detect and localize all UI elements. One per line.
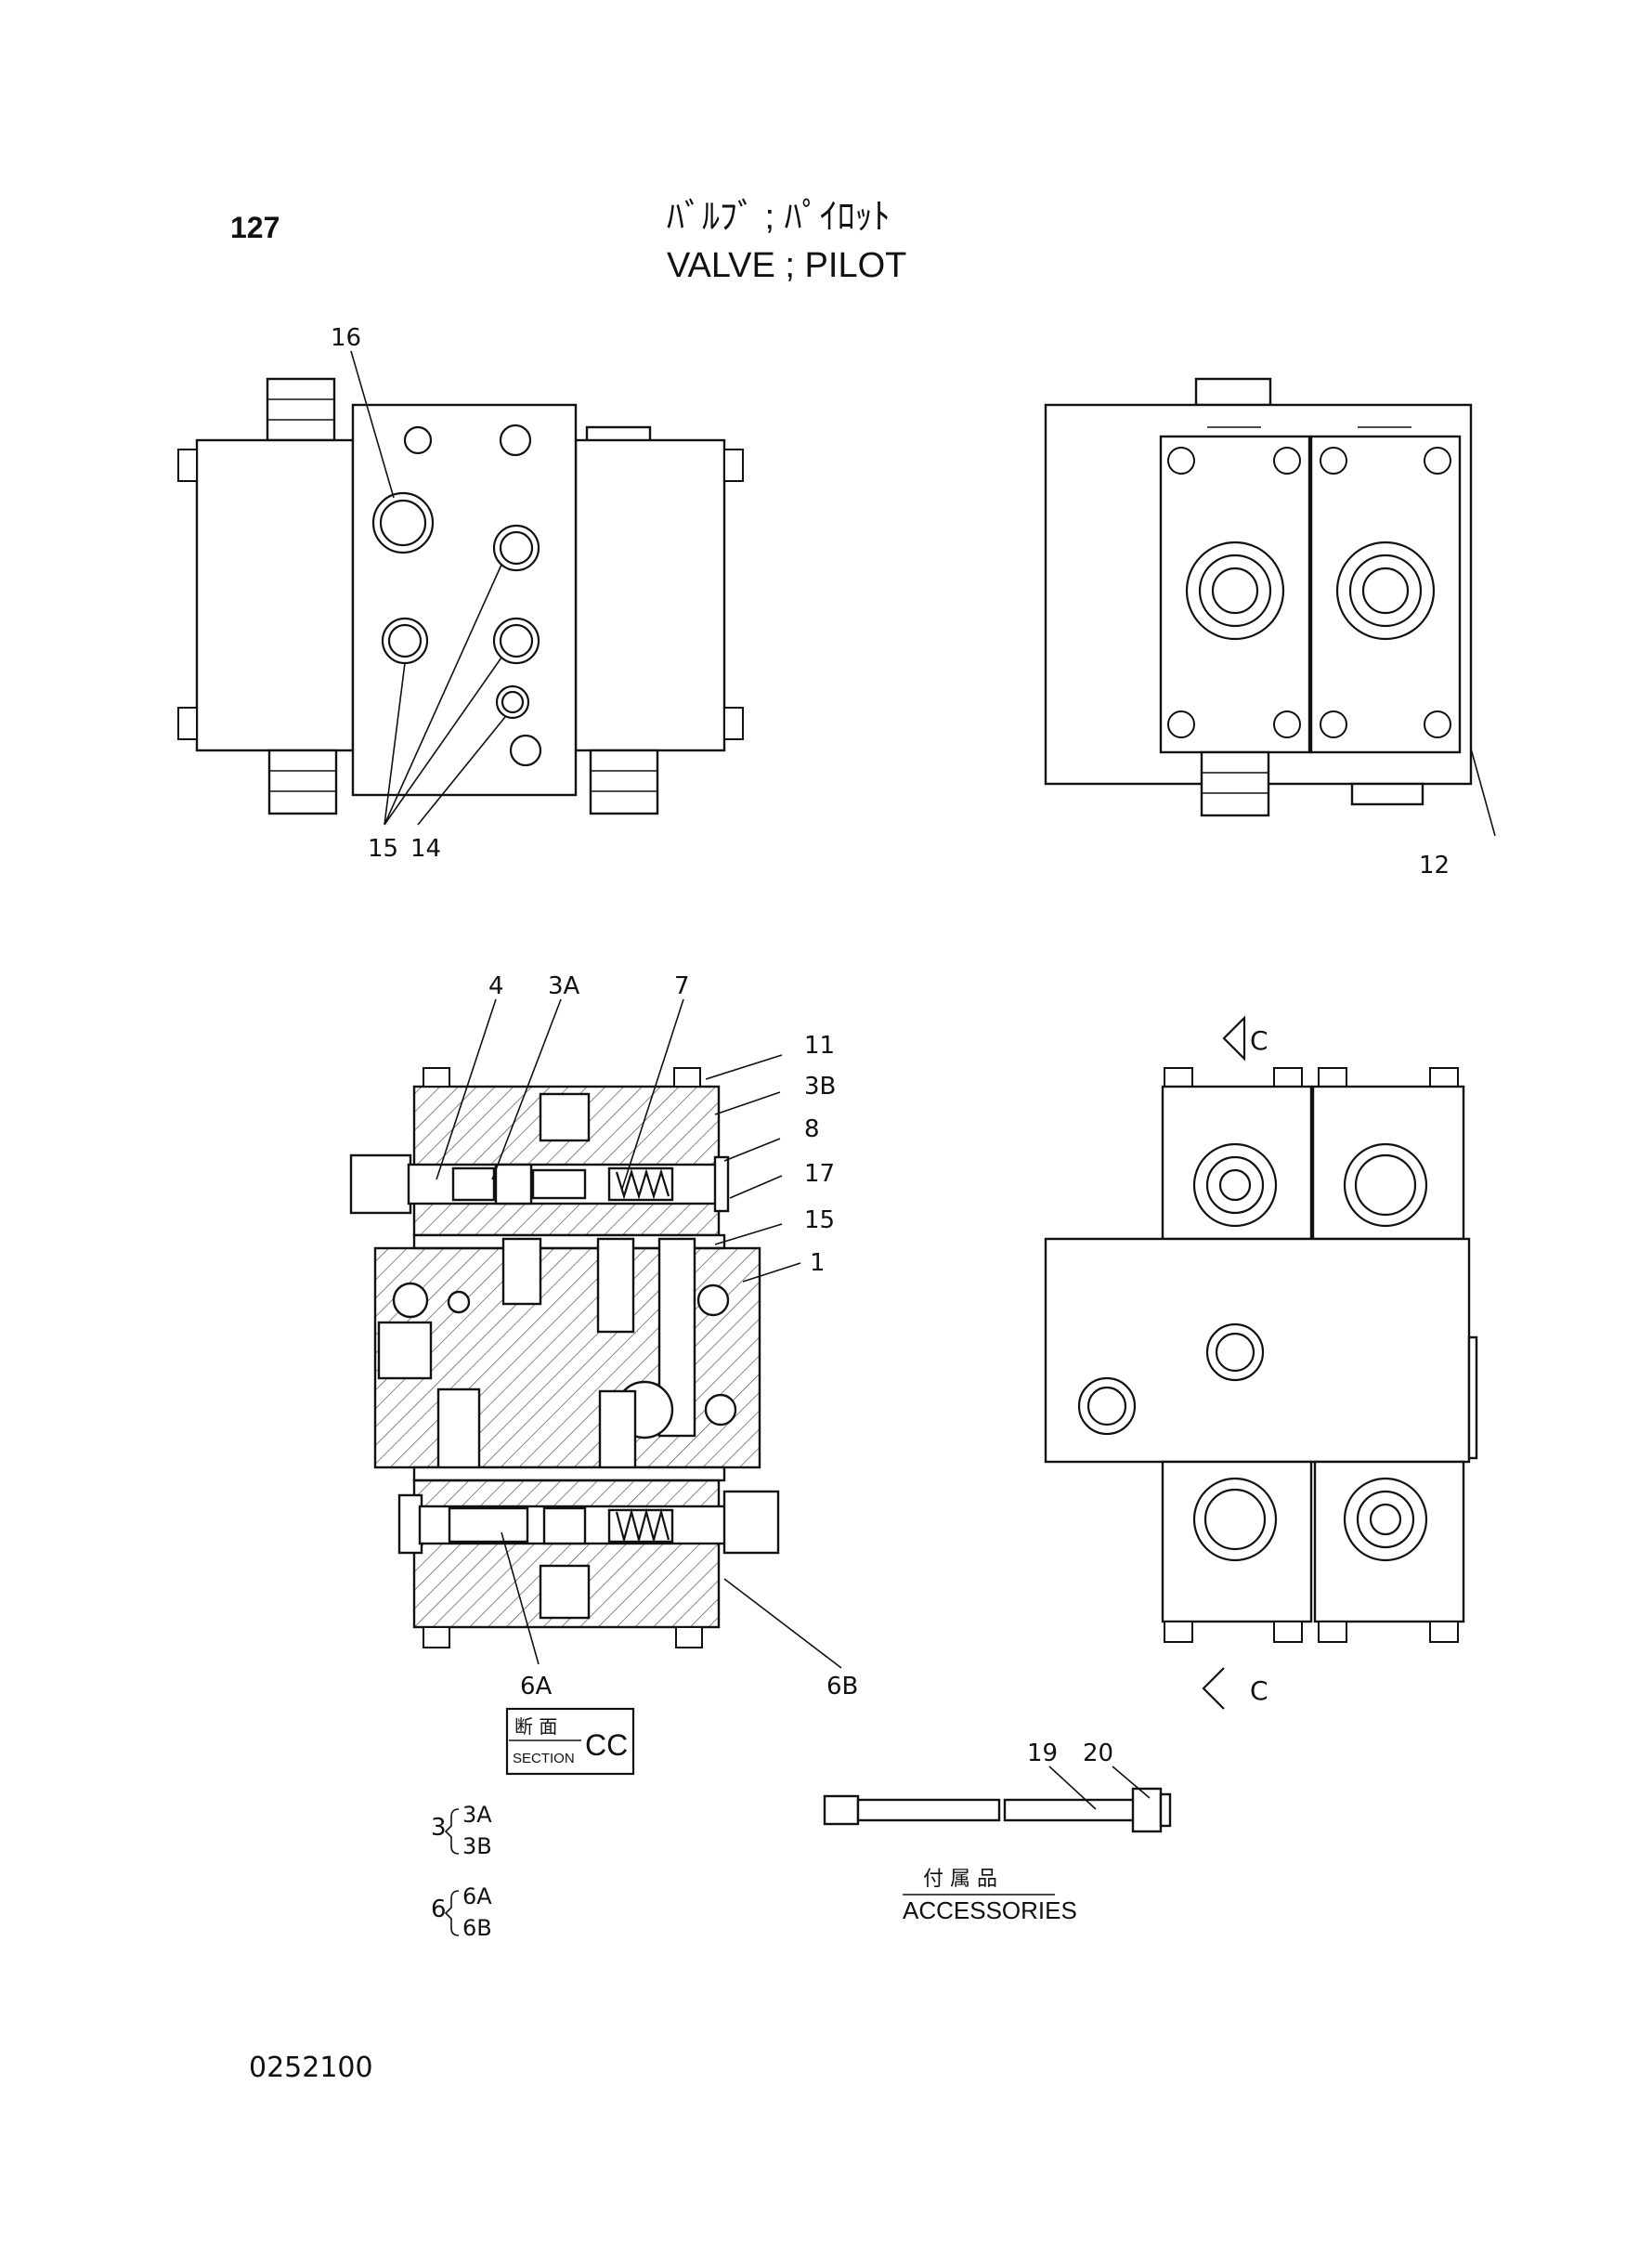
right-side-view bbox=[1044, 1015, 1478, 1710]
group-6-brace bbox=[444, 1890, 460, 1936]
group-3-child-b: 3B bbox=[462, 1833, 492, 1859]
accessory-bolt-assembly bbox=[823, 1765, 1172, 1833]
drawing-number: 0252100 bbox=[249, 2052, 373, 2084]
callout-3a: 3A bbox=[548, 972, 580, 1000]
section-label-box bbox=[505, 1707, 635, 1776]
title-japanese: ﾊﾞﾙﾌﾞ ; ﾊﾟｲﾛｯﾄ bbox=[667, 198, 891, 237]
callout-15-top: 15 bbox=[368, 835, 398, 863]
callout-17: 17 bbox=[804, 1160, 835, 1188]
callout-6a: 6A bbox=[520, 1673, 553, 1700]
section-label-en: SECTION bbox=[513, 1751, 575, 1766]
section-id: CC bbox=[585, 1728, 628, 1762]
group-3-brace bbox=[444, 1808, 460, 1855]
callout-14: 14 bbox=[410, 835, 441, 863]
callout-20: 20 bbox=[1083, 1739, 1113, 1767]
group-6-child-b: 6B bbox=[462, 1915, 492, 1941]
callout-15-section: 15 bbox=[804, 1206, 835, 1234]
callout-16: 16 bbox=[331, 324, 361, 352]
callout-8: 8 bbox=[804, 1115, 820, 1143]
callout-12: 12 bbox=[1419, 852, 1450, 879]
section-cc-view bbox=[349, 998, 842, 1669]
group-3-child-a: 3A bbox=[462, 1802, 492, 1828]
group-6-child-a: 6A bbox=[462, 1883, 492, 1909]
top-right-cover-view bbox=[1044, 377, 1496, 837]
section-arrow-bottom-label: C bbox=[1250, 1675, 1268, 1706]
page-number: 127 bbox=[230, 211, 280, 244]
title-english: VALVE ; PILOT bbox=[667, 246, 906, 285]
callout-7: 7 bbox=[674, 972, 690, 1000]
accessories-label-en: ACCESSORIES bbox=[903, 1896, 1077, 1924]
section-arrow-top-label: C bbox=[1250, 1025, 1268, 1056]
callout-4: 4 bbox=[488, 972, 504, 1000]
callout-1: 1 bbox=[810, 1249, 826, 1277]
section-label-jp: 断 面 bbox=[514, 1715, 557, 1738]
callout-6b: 6B bbox=[826, 1673, 858, 1700]
group-6-parent: 6 bbox=[431, 1896, 447, 1923]
accessories-label-jp: 付 属 品 bbox=[923, 1868, 997, 1891]
callout-3b: 3B bbox=[804, 1073, 836, 1101]
callout-11: 11 bbox=[804, 1032, 835, 1060]
group-3-parent: 3 bbox=[431, 1814, 447, 1842]
callout-19: 19 bbox=[1027, 1739, 1058, 1767]
top-left-port-view bbox=[177, 350, 744, 826]
